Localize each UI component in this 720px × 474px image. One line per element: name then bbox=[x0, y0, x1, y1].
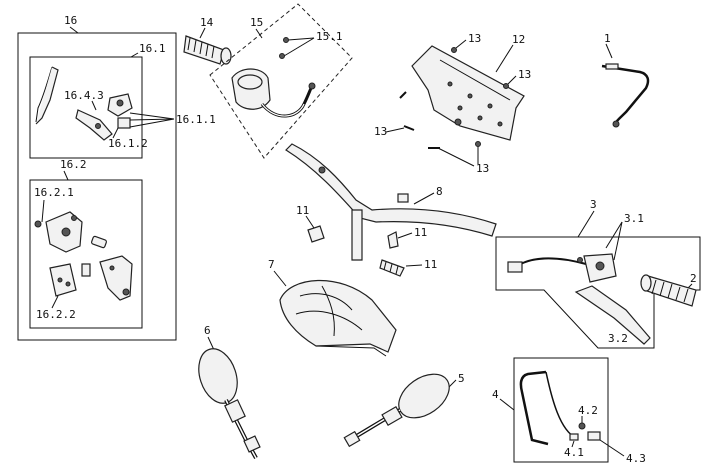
brake-lever-cable bbox=[35, 66, 53, 123]
label-3-1: 3.1 bbox=[624, 212, 644, 225]
label-16-2-2: 16.2.2 bbox=[36, 308, 76, 321]
label-16-2-1: 16.2.1 bbox=[34, 186, 74, 199]
label-13-top: 13 bbox=[468, 32, 481, 45]
label-11-c: 11 bbox=[424, 258, 437, 271]
label-14: 14 bbox=[200, 16, 214, 29]
label-4-1: 4.1 bbox=[564, 446, 584, 459]
label-11-a: 11 bbox=[296, 204, 309, 217]
lever-16-1 bbox=[35, 66, 59, 125]
label-12: 12 bbox=[512, 33, 525, 46]
label-16-1-2: 16.1.2 bbox=[108, 137, 148, 150]
label-4: 4 bbox=[492, 388, 499, 401]
label-16-1: 16.1 bbox=[139, 42, 166, 55]
mirror-6-glass bbox=[198, 348, 238, 404]
label-16-2: 16.2 bbox=[60, 158, 87, 171]
lever-3-2 bbox=[574, 285, 651, 345]
label-3-2: 3.2 bbox=[608, 332, 628, 345]
label-15: 15 bbox=[250, 16, 263, 29]
cable-group-4: 4 4.2 4.1 4.3 bbox=[492, 357, 646, 465]
cover-body bbox=[279, 279, 397, 353]
label-8: 8 bbox=[436, 185, 443, 198]
label-11-b: 11 bbox=[414, 226, 427, 239]
throttle-group-15: 15 15.1 bbox=[209, 3, 353, 159]
cable-4-line bbox=[519, 370, 549, 446]
mirror-5: 5 bbox=[343, 372, 465, 448]
label-3: 3 bbox=[590, 198, 597, 211]
label-6: 6 bbox=[204, 324, 211, 337]
handlebar-tube bbox=[285, 143, 497, 237]
pad-16-2 bbox=[49, 263, 77, 297]
cable-1-line bbox=[601, 64, 650, 128]
label-7: 7 bbox=[268, 258, 275, 271]
fasteners-11: 11 11 11 bbox=[296, 204, 437, 277]
label-4-2: 4.2 bbox=[578, 404, 598, 417]
grip-2: 2 bbox=[640, 272, 697, 307]
label-16-4-3: 16.4.3 bbox=[64, 89, 104, 102]
group-3-frame bbox=[495, 236, 701, 349]
mirror-5-glass bbox=[398, 373, 450, 419]
label-1: 1 bbox=[604, 32, 611, 45]
label-13-bottom: 13 bbox=[476, 162, 489, 175]
switch-group-3: 3 3.1 3.2 bbox=[495, 198, 701, 349]
group-16-2-frame bbox=[29, 179, 143, 329]
group-15-frame bbox=[209, 3, 353, 159]
group-16: 16 16.1 16.4.3 16.1.2 16.1.1 16.2 16.2.1 bbox=[17, 14, 216, 341]
cable-1: 1 bbox=[601, 32, 650, 128]
label-5: 5 bbox=[458, 372, 465, 385]
switch-housing-16-1 bbox=[75, 109, 113, 141]
label-15-1: 15.1 bbox=[316, 30, 343, 43]
handlebar-stem bbox=[351, 209, 363, 261]
bracket-16-2 bbox=[99, 255, 133, 301]
bracket-12: 12 13 13 13 13 bbox=[374, 32, 531, 175]
label-16-1-1: 16.1.1 bbox=[176, 113, 216, 126]
label-16: 16 bbox=[64, 14, 77, 27]
handlebar-8: 8 bbox=[285, 143, 497, 261]
grip-14: 14 bbox=[183, 16, 232, 65]
label-13-left: 13 bbox=[374, 125, 387, 138]
label-4-3: 4.3 bbox=[626, 452, 646, 465]
label-2: 2 bbox=[690, 272, 697, 285]
group-16-frame bbox=[17, 32, 177, 341]
mirror-6: 6 bbox=[198, 324, 261, 459]
label-13-right: 13 bbox=[518, 68, 531, 81]
group-16-1-frame bbox=[29, 56, 143, 159]
cover-7: 7 bbox=[268, 258, 397, 357]
